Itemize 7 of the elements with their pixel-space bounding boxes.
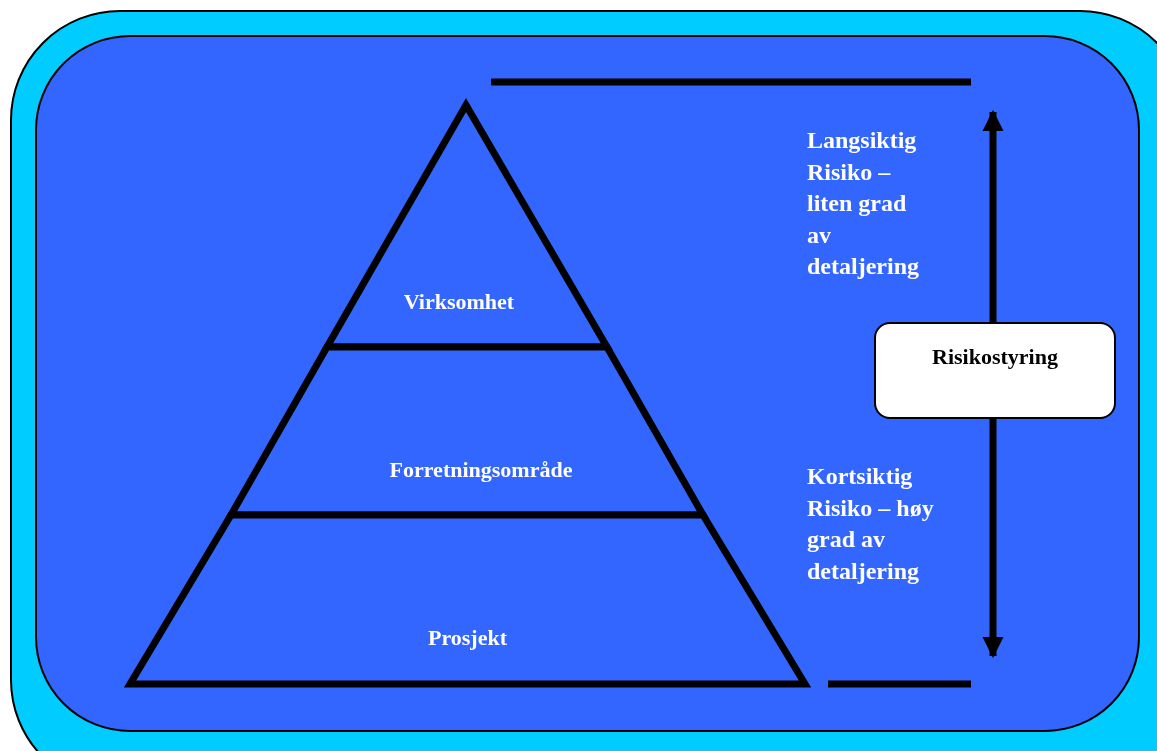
tier-label: Virksomhet — [402, 289, 516, 315]
box-label: Risikostyring — [932, 344, 1058, 370]
rounded-box — [874, 322, 1116, 419]
tier-label: Forretningsområde — [388, 457, 574, 483]
side-note: Kortsiktig Risiko – høy grad av detaljering — [807, 462, 935, 586]
side-note: Langsiktig Risiko – liten grad av detaljering — [807, 126, 920, 281]
tier-label: Prosjekt — [427, 625, 508, 651]
